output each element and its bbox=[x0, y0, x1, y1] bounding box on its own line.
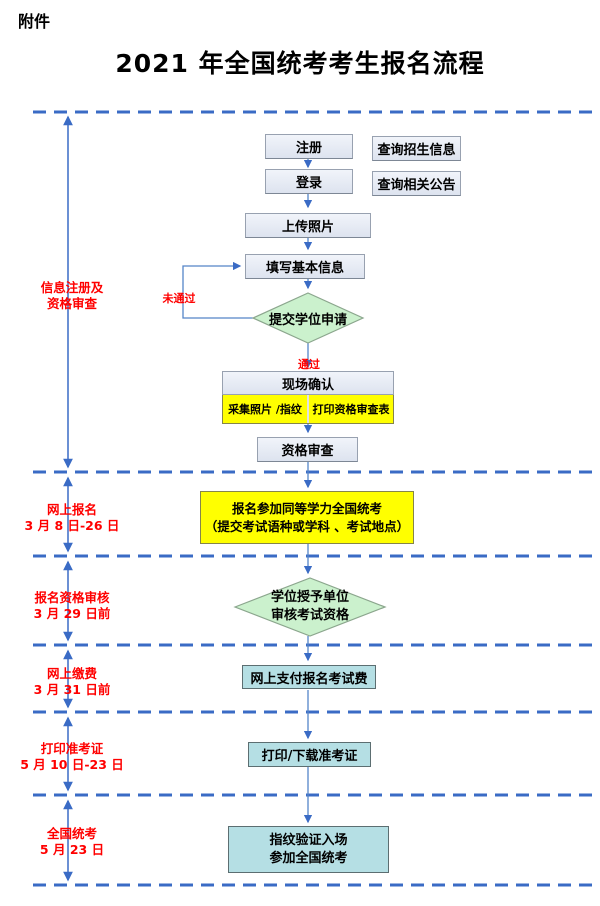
node-login: 登录 bbox=[265, 169, 353, 194]
node-qualification-review: 资格审查 bbox=[257, 437, 358, 462]
phase-label-print-ticket: 打印准考证 5 月 10 日-23 日 bbox=[20, 741, 124, 772]
edge-label-pass: 通过 bbox=[298, 358, 320, 371]
node-fingerprint-entry-attend-exam: 指纹验证入场 参加全国统考 bbox=[228, 826, 389, 873]
node-register: 注册 bbox=[265, 134, 353, 159]
phase-label-online-payment: 网上缴费 3 月 31 日前 bbox=[33, 666, 111, 697]
node-pay-exam-fee: 网上支付报名考试费 bbox=[242, 665, 376, 689]
node-onsite-confirmation: 现场确认 bbox=[222, 371, 394, 395]
onsite-confirmation-tasks: 采集照片 /指纹 打印资格审查表 bbox=[222, 395, 394, 424]
node-fill-basic-info: 填写基本信息 bbox=[245, 254, 365, 279]
flow-connectors bbox=[182, 159, 313, 824]
node-print-review-form: 打印资格审查表 bbox=[307, 395, 393, 423]
node-submit-degree-application: 提交学位申请 bbox=[268, 312, 347, 328]
node-upload-photo: 上传照片 bbox=[245, 213, 371, 238]
phase-label-national-exam: 全国统考 5 月 23 日 bbox=[39, 826, 105, 857]
phase-label-registration: 信息注册及 资格审查 bbox=[40, 280, 104, 311]
node-onsite-confirmation-group: 现场确认 采集照片 /指纹 打印资格审查表 bbox=[222, 371, 394, 424]
node-collect-photo-fingerprint: 采集照片 /指纹 bbox=[228, 403, 302, 416]
phase-label-qualification-check: 报名资格审核 3 月 29 日前 bbox=[33, 590, 111, 621]
node-query-notices: 查询相关公告 bbox=[372, 171, 461, 196]
phase-label-online-signup: 网上报名 3 月 8 日-26 日 bbox=[24, 502, 120, 533]
decision-diamond-submit-degree bbox=[251, 292, 365, 344]
decision-diamond-unit-review bbox=[233, 577, 387, 637]
node-print-download-ticket: 打印/下载准考证 bbox=[248, 742, 371, 767]
edge-label-fail: 未通过 bbox=[162, 292, 196, 305]
page-title: 2021 年全国统考考生报名流程 bbox=[115, 49, 485, 78]
fail-loop-connector bbox=[182, 261, 253, 319]
node-register-for-national-exam: 报名参加同等学力全国统考 （提交考试语种或学科 、考试地点） bbox=[200, 491, 414, 544]
section-divider-lines bbox=[33, 110, 592, 887]
node-unit-review-qualification: 学位授予单位 审核考试资格 bbox=[270, 590, 349, 623]
attachment-label: 附件 bbox=[18, 12, 51, 31]
node-query-admission-info: 查询招生信息 bbox=[372, 136, 461, 161]
